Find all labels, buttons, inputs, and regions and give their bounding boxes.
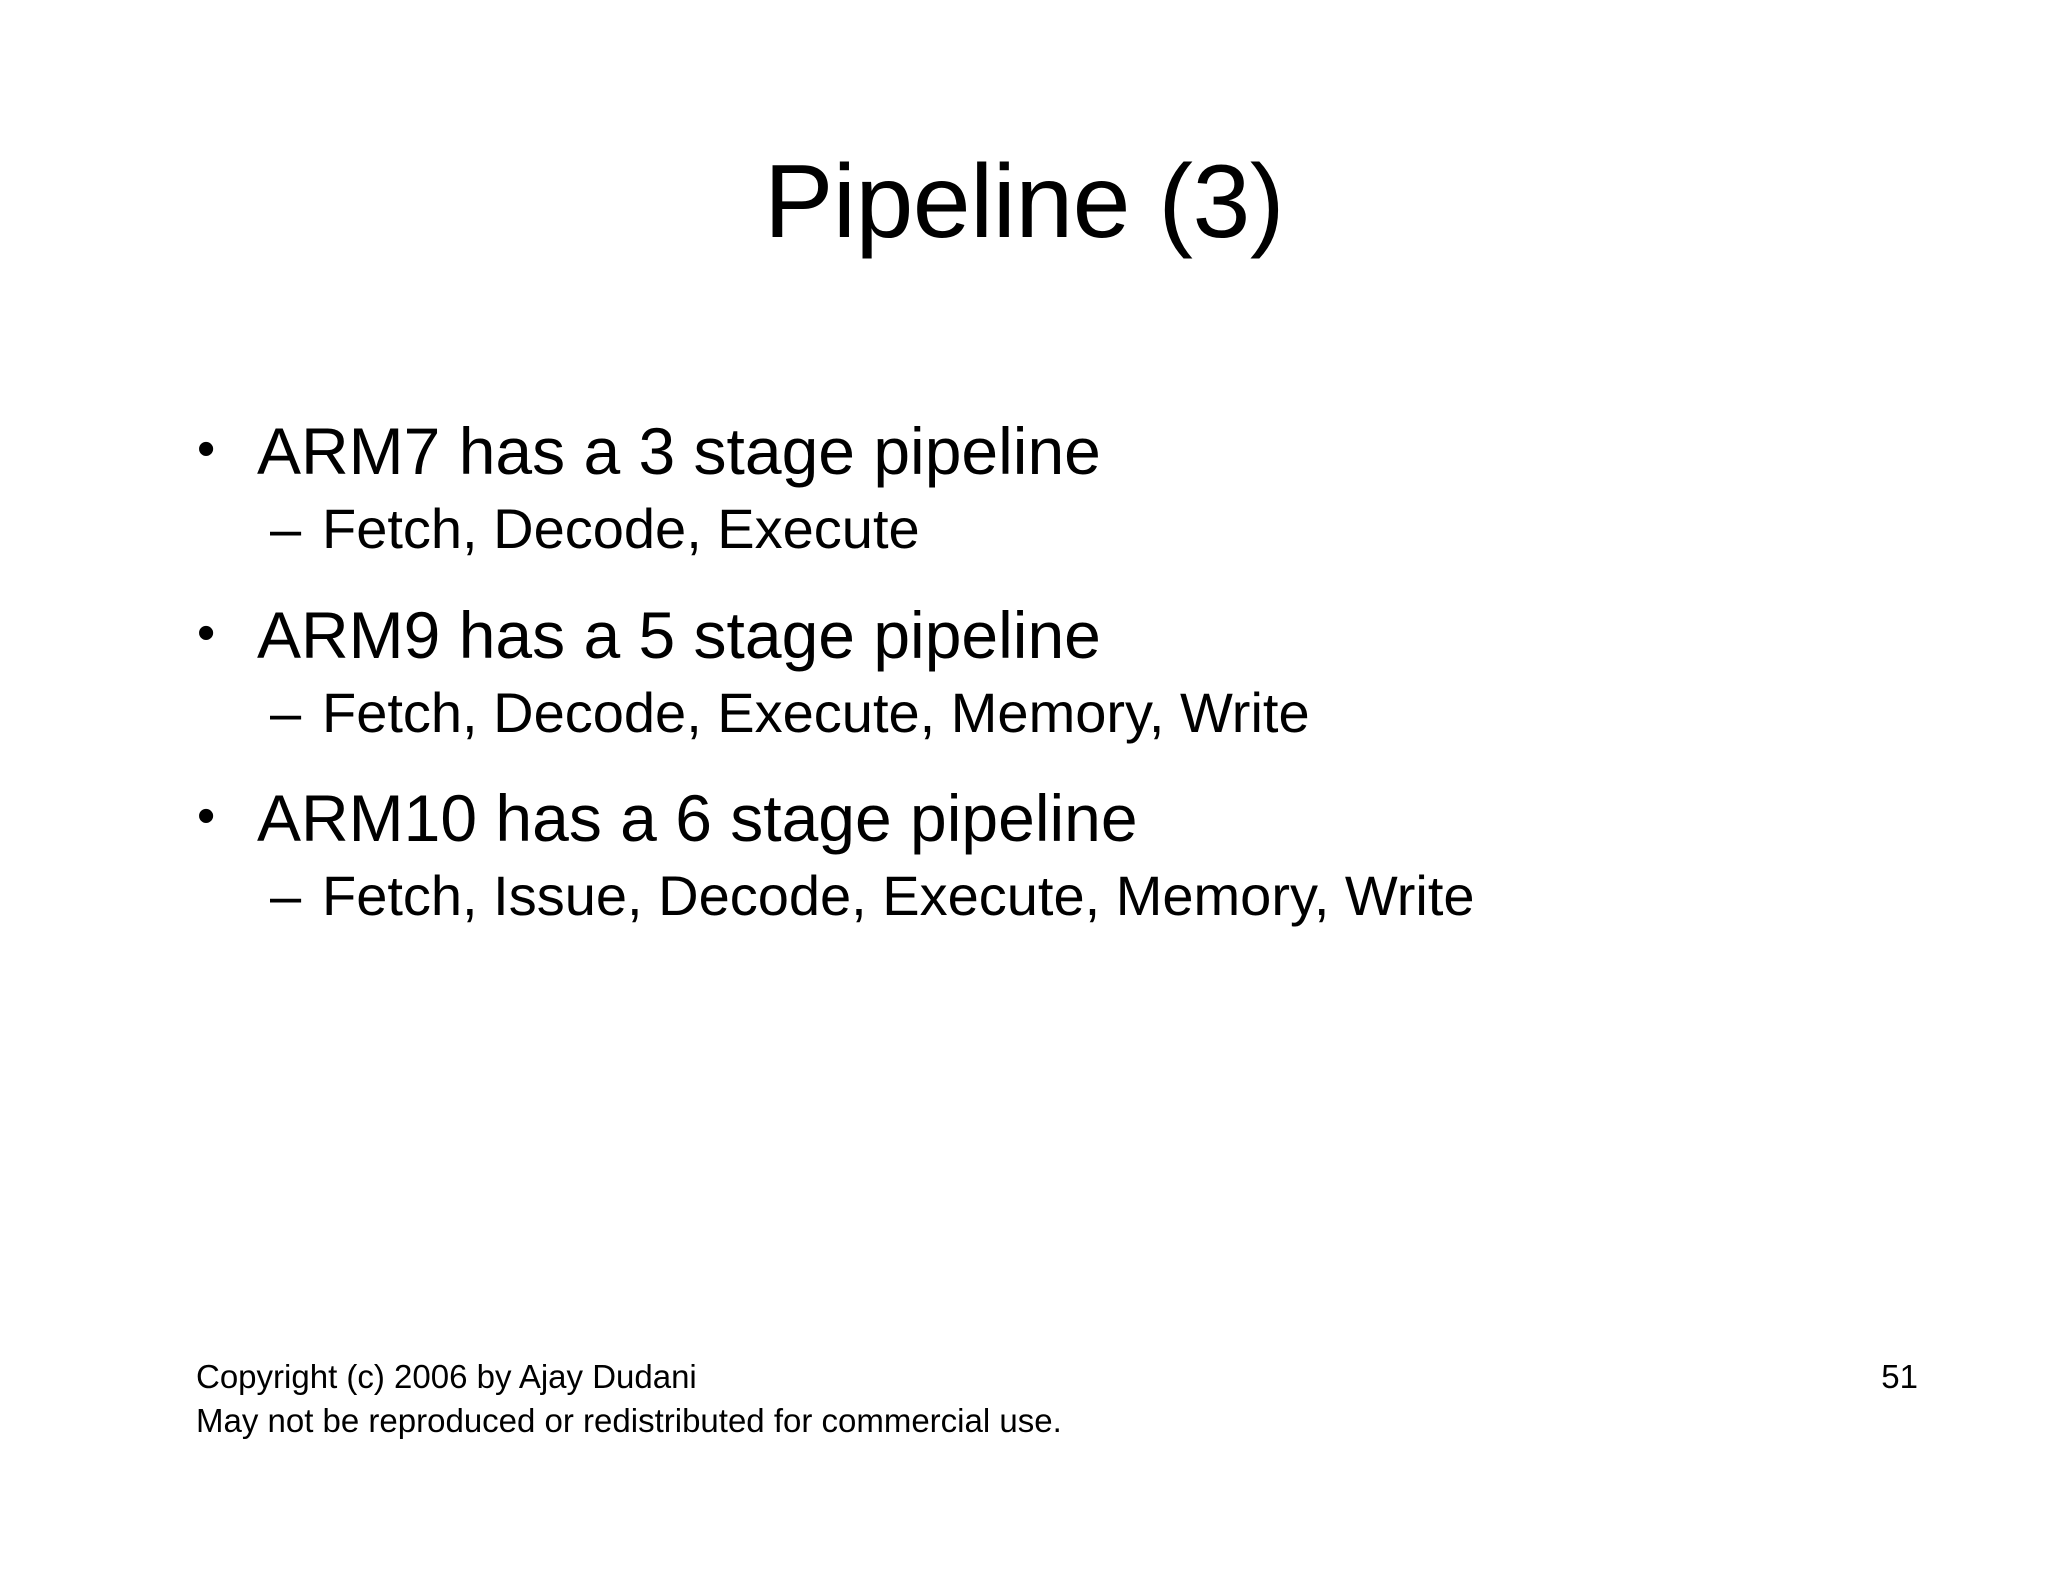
list-item: • ARM10 has a 6 stage pipeline [185, 782, 1745, 856]
spacer [185, 758, 1745, 782]
bullet-dot-icon: • [197, 603, 216, 662]
bullet-list: • ARM7 has a 3 stage pipeline – Fetch, D… [185, 414, 1745, 942]
spacer [185, 575, 1745, 599]
list-item: – Fetch, Decode, Execute [270, 497, 1745, 561]
bullet-text-arm7: ARM7 has a 3 stage pipeline [257, 414, 1101, 488]
footer-copyright: Copyright (c) 2006 by Ajay Dudani May no… [196, 1355, 1062, 1443]
sub-bullet-text-arm10: Fetch, Issue, Decode, Execute, Memory, W… [322, 864, 1475, 928]
sub-bullet-text-arm9: Fetch, Decode, Execute, Memory, Write [322, 680, 1310, 744]
page-title: Pipeline (3) [763, 144, 1285, 260]
list-item: – Fetch, Issue, Decode, Execute, Memory,… [270, 864, 1745, 928]
list-item: – Fetch, Decode, Execute, Memory, Write [270, 681, 1745, 745]
sub-bullet-text-arm7: Fetch, Decode, Execute [322, 496, 920, 560]
bullet-text-arm9: ARM9 has a 5 stage pipeline [257, 597, 1101, 672]
list-item: • ARM9 has a 5 stage pipeline [185, 597, 1745, 673]
bullet-group-arm7: • ARM7 has a 3 stage pipeline – Fetch, D… [185, 414, 1745, 561]
bullet-dot-icon: • [197, 420, 216, 478]
dash-marker-icon: – [270, 496, 302, 560]
bullet-dot-icon: • [197, 787, 216, 846]
dash-marker-icon: – [270, 864, 302, 928]
page-number: 51 [1881, 1358, 1918, 1395]
copyright-line-2: May not be reproduced or redistributed f… [196, 1401, 1062, 1439]
list-item: • ARM7 has a 3 stage pipeline [185, 414, 1745, 489]
dash-marker-icon: – [270, 680, 302, 744]
bullet-group-arm9: • ARM9 has a 5 stage pipeline – Fetch, D… [185, 597, 1745, 745]
bullet-group-arm10: • ARM10 has a 6 stage pipeline – Fetch, … [185, 782, 1745, 928]
copyright-line-1: Copyright (c) 2006 by Ajay Dudani [196, 1358, 697, 1395]
bullet-text-arm10: ARM10 has a 6 stage pipeline [257, 781, 1138, 856]
